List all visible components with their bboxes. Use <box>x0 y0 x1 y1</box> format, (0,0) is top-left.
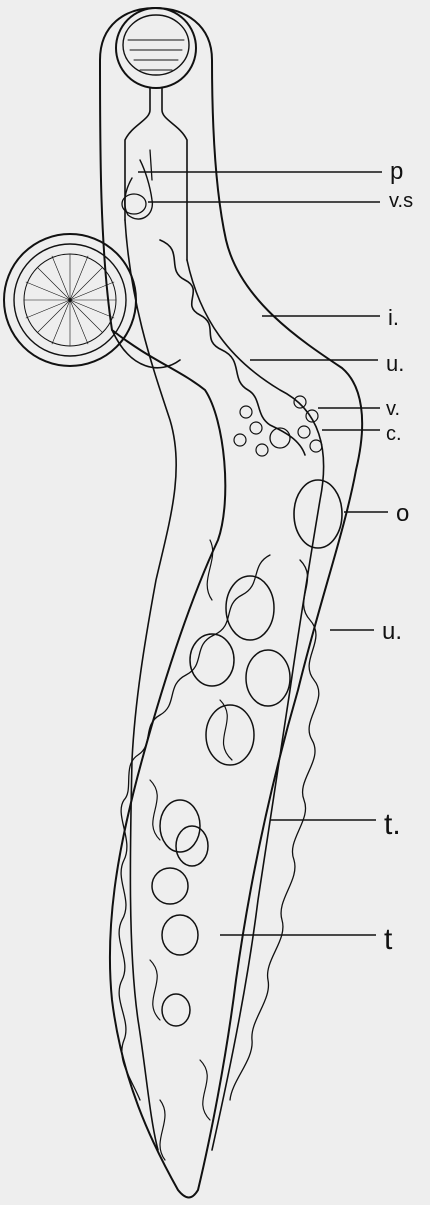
oesophagus <box>125 88 187 260</box>
label-t-upper: t. <box>384 808 401 842</box>
label-t-lower: t <box>384 923 392 957</box>
label-v: v. <box>386 398 400 421</box>
label-vs: v.s <box>389 190 413 213</box>
vitellaria <box>234 396 322 456</box>
ventral-sucker <box>4 234 180 368</box>
body-outline <box>100 8 362 1198</box>
uterus-lower <box>119 555 270 1100</box>
oral-sucker <box>116 8 196 88</box>
label-o: o <box>396 500 409 528</box>
label-i: i. <box>388 305 399 331</box>
ootype <box>270 428 290 448</box>
label-c: c. <box>386 423 402 446</box>
uterus-upper <box>160 240 305 455</box>
label-u-upper: u. <box>386 351 404 377</box>
cirrus-pouch <box>125 160 153 219</box>
label-u-lower: u. <box>382 618 402 646</box>
label-p: p <box>390 158 403 186</box>
